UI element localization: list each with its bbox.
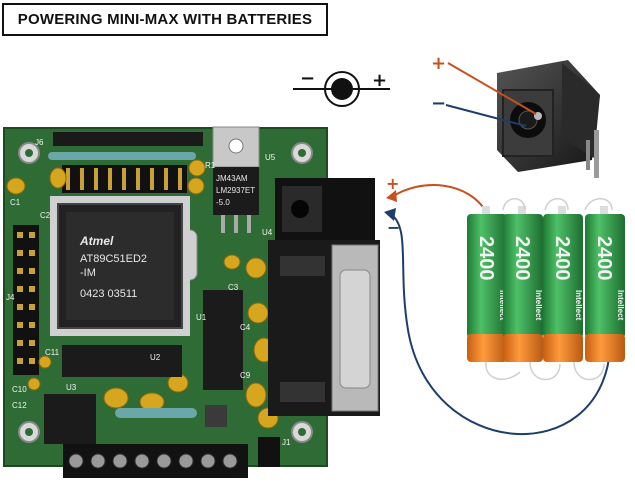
silk-c12: C12: [12, 401, 27, 410]
battery-2-brand: Intellect: [534, 290, 543, 321]
silk-c2: C2: [40, 211, 51, 220]
battery-4-capacity: 2400: [593, 236, 615, 281]
polarity-symbol: − +: [293, 68, 390, 106]
silk-c9: C9: [240, 371, 251, 380]
board-power-jack: [275, 178, 375, 240]
silk-j1: J1: [282, 438, 291, 447]
silk-c3: C3: [228, 283, 239, 292]
battery-1-capacity: 2400: [475, 236, 497, 281]
silk-c1: C1: [10, 198, 21, 207]
db9-connector: [268, 240, 380, 416]
small-switch: [205, 405, 227, 427]
board-minus-label: −: [387, 218, 400, 237]
board-plus-label: +: [386, 174, 399, 193]
jack-minus-label: −: [431, 93, 446, 114]
regulator-line1: JM43AM: [216, 174, 248, 183]
silk-j6: J6: [35, 138, 44, 147]
mcu-model: AT89C51ED2: [80, 253, 147, 265]
silk-u1: U1: [196, 313, 207, 322]
battery-2: 2400 Intellect: [503, 206, 543, 362]
symbol-minus-label: −: [300, 68, 315, 89]
battery-3-brand: Intellect: [574, 290, 583, 321]
screw-terminal: [63, 444, 248, 478]
silk-u2: U2: [150, 353, 161, 362]
silk-c4: C4: [240, 323, 251, 332]
battery-2-capacity: 2400: [511, 236, 533, 281]
ic-u1: [203, 290, 243, 390]
ic-u3: [44, 394, 96, 444]
regulator-line2: LM2937ET: [216, 186, 255, 195]
battery-4-brand: Intellect: [616, 290, 625, 321]
battery-3-capacity: 2400: [551, 236, 573, 281]
mcu-chip: Atmel AT89C51ED2 -IM 0423 03511: [50, 196, 190, 336]
battery-3: 2400 Intellect: [543, 206, 583, 362]
jack-plus-label: +: [431, 53, 446, 74]
silk-u3: U3: [66, 383, 77, 392]
silk-u5: U5: [265, 153, 276, 162]
silk-u4: U4: [262, 228, 273, 237]
top-header: [53, 132, 203, 146]
silk-c10: C10: [12, 385, 27, 394]
silk-j4: J4: [6, 293, 15, 302]
battery-1: 2400 Intellect: [467, 206, 507, 362]
pcb-board: Atmel AT89C51ED2 -IM 0423 03511 JM43AM L…: [4, 127, 380, 478]
mcu-suffix: -IM: [80, 267, 96, 279]
dc-jack: [497, 60, 600, 178]
left-pin-header: [13, 225, 39, 375]
mcu-brand: Atmel: [79, 234, 114, 248]
battery-pack: 2400 Intellect 2400 Intellect 2400 Intel…: [467, 199, 625, 380]
mcu-code: 0423 03511: [80, 288, 137, 300]
silk-c11: C11: [45, 348, 60, 357]
battery-4: 2400 Intellect: [585, 206, 625, 362]
symbol-plus-label: +: [372, 70, 387, 91]
bottom-resistor: [115, 408, 197, 418]
regulator-line3: -5.0: [216, 198, 230, 207]
silk-r1: R1: [205, 161, 216, 170]
jumper: [258, 437, 280, 467]
top-resistor: [48, 152, 196, 160]
ic-u2: [62, 345, 182, 377]
